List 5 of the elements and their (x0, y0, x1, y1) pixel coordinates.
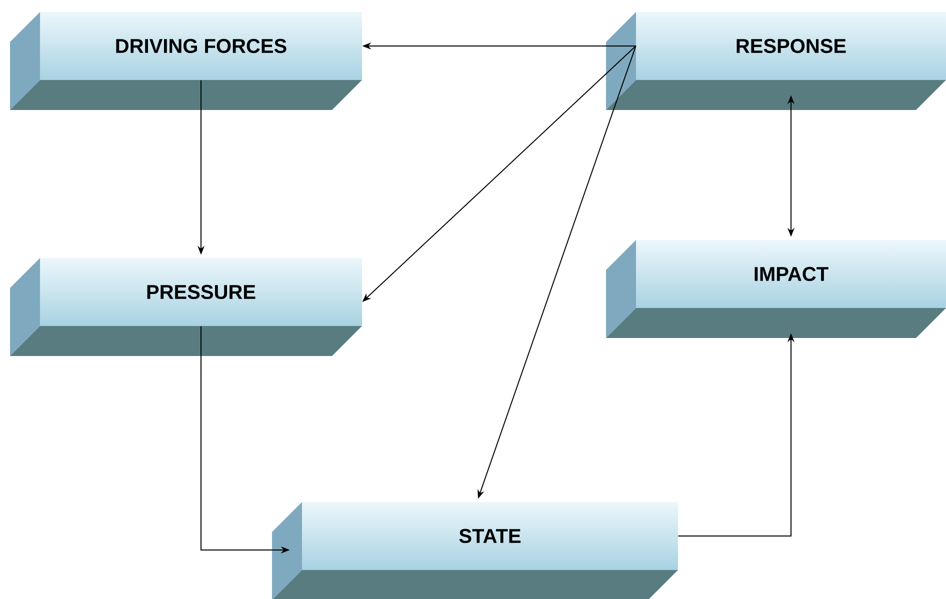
block-box: PRESSURE (10, 258, 362, 356)
block-box: RESPONSE (606, 12, 946, 110)
block-box: IMPACT (606, 240, 946, 338)
block-box: DRIVING FORCES (10, 12, 362, 110)
block-box: STATE (272, 502, 678, 599)
